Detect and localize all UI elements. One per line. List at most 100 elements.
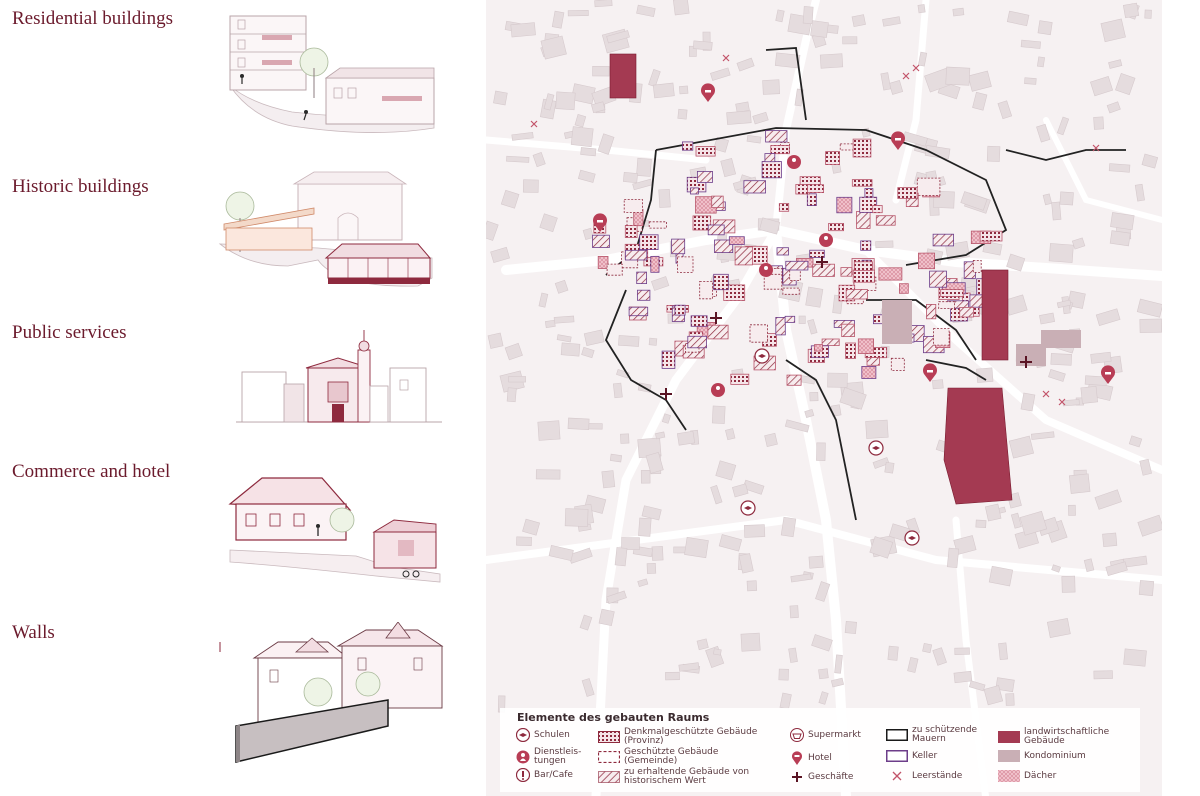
legend-label-shops: Geschäfte	[808, 771, 854, 782]
historic-value-block	[592, 234, 610, 248]
hotel-marker	[1101, 365, 1115, 384]
building-footprint	[665, 671, 680, 681]
building-footprint	[711, 405, 726, 424]
building-footprint	[1093, 116, 1105, 130]
municipal-protected-block	[606, 263, 623, 276]
building-footprint	[775, 9, 785, 23]
building-footprint	[579, 614, 593, 631]
building-footprint	[1006, 10, 1030, 27]
legend-item-protected-province: Denkmalgeschützte Gebäude (Provinz)	[598, 728, 757, 746]
historic-value-block	[734, 246, 753, 266]
building-footprint	[1080, 385, 1098, 404]
building-footprint	[720, 158, 737, 178]
municipal-protected-block	[782, 287, 800, 295]
building-footprint	[762, 79, 780, 95]
building-footprint	[869, 536, 894, 559]
shop-marker	[1020, 356, 1032, 368]
building-footprint	[732, 483, 749, 498]
provincial-monument-block	[681, 141, 694, 151]
category-label-walls: Walls	[12, 622, 55, 643]
building-footprint	[679, 85, 689, 95]
building-footprint	[1051, 201, 1062, 221]
building-footprint	[543, 93, 555, 111]
hotel-marker	[593, 213, 607, 232]
hotel-marker	[891, 131, 905, 150]
building-footprint	[620, 433, 630, 444]
municipal-protected-block	[677, 256, 694, 273]
legend-label-condominium: Kondominium	[1024, 750, 1086, 761]
services-marker	[759, 263, 773, 277]
historic-value-block	[775, 316, 786, 336]
building-footprint	[692, 40, 713, 51]
legend-label-supermarket: Supermarkt	[808, 729, 861, 740]
building-footprint	[582, 227, 594, 241]
building-footprint	[1095, 308, 1121, 327]
building-footprint	[764, 432, 778, 447]
dashed-outline-icon	[598, 751, 620, 763]
legend-label-roofs: Dächer	[1024, 770, 1057, 781]
historic-value-block	[841, 323, 855, 338]
provincial-monument-block	[661, 350, 676, 369]
building-footprint	[696, 638, 709, 651]
municipal-protected-block	[839, 143, 855, 151]
building-footprint	[713, 648, 722, 656]
vacancy-marker	[530, 120, 538, 128]
building-footprint	[1039, 312, 1056, 325]
building-footprint	[567, 417, 590, 430]
historic-value-block	[714, 239, 734, 254]
building-footprint	[953, 670, 973, 684]
building-footprint	[539, 213, 558, 233]
agricultural-buildings	[609, 53, 1013, 505]
school-icon	[516, 728, 530, 742]
building-footprint	[506, 155, 530, 163]
legend-item-cellar: Keller	[886, 750, 937, 762]
building-footprint	[1106, 101, 1121, 114]
building-footprint	[816, 442, 826, 461]
municipal-protected-block	[972, 259, 982, 273]
building-footprint	[976, 367, 994, 383]
building-footprint	[945, 66, 971, 86]
building-footprint	[1006, 253, 1026, 272]
roof-block	[728, 236, 745, 245]
building-footprint	[1056, 299, 1072, 309]
vacancy-marker	[1058, 398, 1066, 406]
building-footprint	[830, 677, 844, 688]
condo-icon	[998, 750, 1020, 762]
building-footprint	[592, 65, 610, 77]
building-footprint	[805, 286, 824, 308]
building-footprint	[640, 470, 651, 484]
building-footprint	[1093, 670, 1113, 680]
municipal-protected-block	[916, 177, 941, 196]
historic-value-block	[932, 233, 955, 247]
historic-value-block	[926, 303, 937, 320]
provincial-monument-block	[723, 284, 746, 301]
legend-item-shops: Geschäfte	[790, 770, 853, 784]
building-footprint	[1019, 510, 1048, 536]
historic-value-block	[856, 211, 871, 229]
historic-value-block	[671, 238, 686, 255]
building-footprint	[804, 408, 815, 418]
building-footprint	[651, 276, 670, 291]
building-footprint	[641, 505, 662, 521]
municipal-protected-block	[623, 199, 643, 213]
vacancy-marker	[912, 64, 920, 72]
building-footprint	[1123, 648, 1147, 667]
provincial-monument-block	[806, 193, 817, 207]
building-footprint	[1108, 59, 1123, 69]
legend-label-walls: zu schützende Mauern	[912, 725, 978, 744]
building-footprint	[684, 536, 709, 559]
building-footprint	[808, 555, 824, 569]
municipal-protected-block	[890, 357, 905, 371]
building-footprint	[713, 136, 729, 153]
building-footprint	[982, 240, 1003, 256]
legend-label-historic-value: zu erhaltende Gebäude von historischem W…	[624, 767, 750, 786]
building-footprint	[1123, 555, 1148, 568]
dense-pattern-icon	[598, 731, 620, 743]
building-footprint	[1024, 77, 1037, 85]
building-footprint	[581, 346, 595, 359]
building-footprint	[487, 332, 504, 349]
building-footprint	[736, 57, 755, 72]
building-footprint	[1050, 353, 1072, 366]
building-footprint	[811, 634, 833, 652]
provincial-monument-block	[860, 240, 872, 251]
